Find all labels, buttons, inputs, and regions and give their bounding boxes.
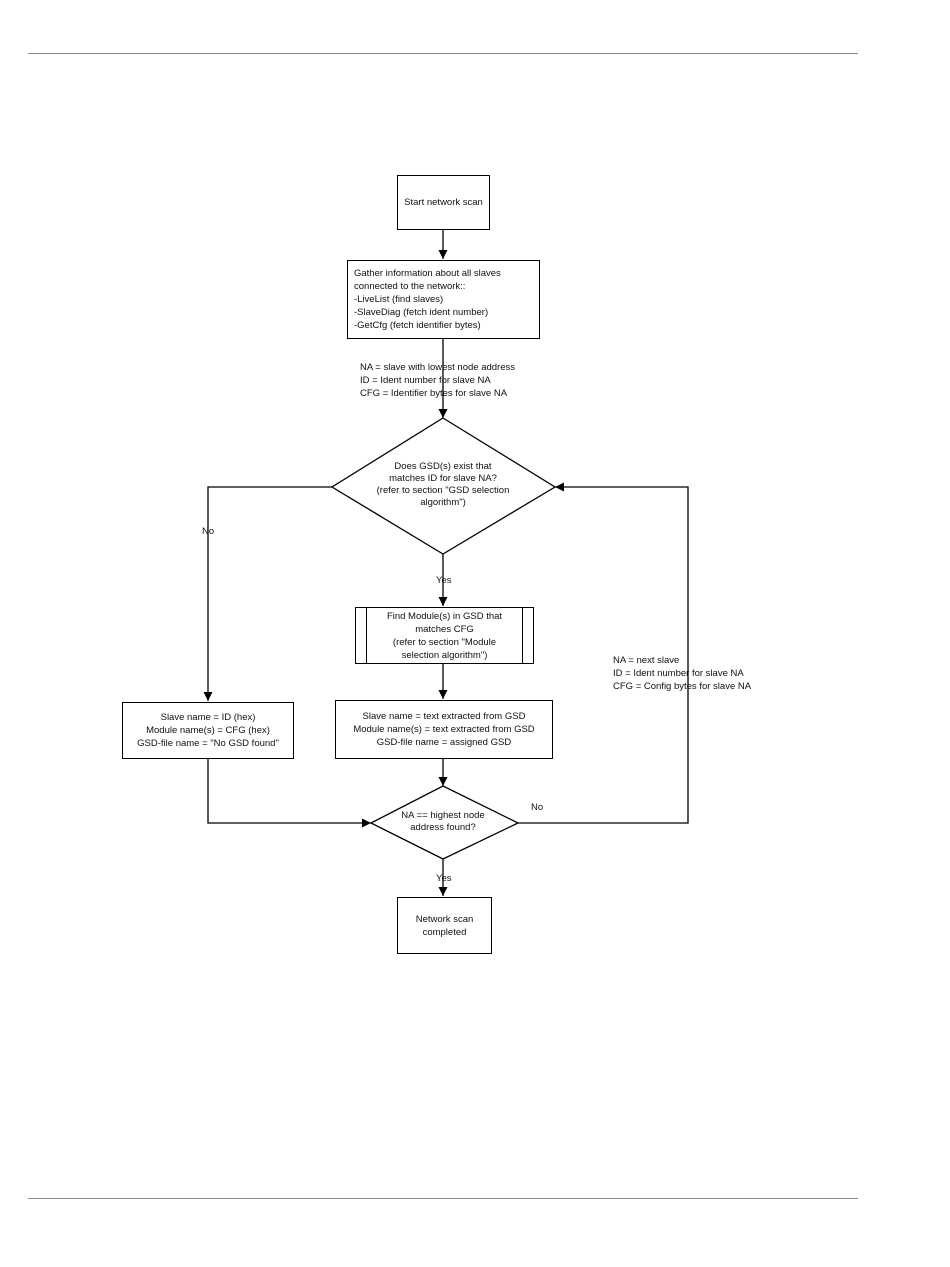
assignment-line: NA = slave with lowest node address bbox=[360, 362, 515, 373]
gather-info-box: Gather information about all slaves conn… bbox=[347, 260, 540, 339]
gather-line: -SlaveDiag (fetch ident number) bbox=[354, 307, 489, 318]
gsd-decision-no-label: No bbox=[202, 526, 215, 537]
decision-line: Does GSD(s) exist that bbox=[394, 461, 492, 472]
gather-line: Gather information about all slaves bbox=[354, 268, 501, 279]
end-decision-no-label: No bbox=[531, 802, 544, 813]
find-module-line: selection algorithm") bbox=[401, 649, 488, 661]
initial-assignments: NA = slave with lowest node address ID =… bbox=[360, 361, 515, 400]
find-module-line: matches CFG bbox=[415, 623, 474, 635]
find-module-line: Find Module(s) in GSD that bbox=[386, 610, 503, 622]
connector-nogsd-to-end-decision bbox=[207, 759, 371, 828]
end-decision-yes-label: Yes bbox=[436, 873, 452, 884]
end-box-line: Network scan bbox=[415, 913, 474, 925]
end-decision-line: address found? bbox=[410, 822, 476, 833]
process-side-bar-right bbox=[522, 608, 523, 663]
gather-line: -LiveList (find slaves) bbox=[354, 294, 444, 305]
assignment-line: ID = Ident number for slave NA bbox=[360, 375, 491, 386]
no-gsd-result-line: GSD-file name = "No GSD found" bbox=[137, 738, 279, 749]
start-box-text: Start network scan bbox=[404, 197, 483, 208]
process-side-bar-left bbox=[366, 608, 367, 663]
next-assignment-line: ID = Ident number for slave NA bbox=[613, 668, 744, 679]
decision-line: (refer to section "GSD selection bbox=[376, 485, 510, 496]
next-assignments: NA = next slave ID = Ident number for sl… bbox=[613, 654, 751, 693]
end-box-line: completed bbox=[422, 926, 467, 938]
gsd-decision-text: Does GSD(s) exist that matches ID for sl… bbox=[353, 461, 533, 509]
find-module-box: Find Module(s) in GSD that matches CFG (… bbox=[355, 607, 534, 664]
decision-line: matches ID for slave NA? bbox=[389, 473, 497, 484]
gsd-result-line: GSD-file name = assigned GSD bbox=[376, 737, 512, 748]
gsd-decision-yes-label: Yes bbox=[436, 575, 452, 586]
gsd-result-box: Slave name = text extracted from GSD Mod… bbox=[335, 700, 553, 759]
next-assignment-line: CFG = Config bytes for slave NA bbox=[613, 681, 752, 692]
end-decision-text: NA == highest node address found? bbox=[388, 810, 498, 834]
no-gsd-result-line: Module name(s) = CFG (hex) bbox=[146, 725, 270, 736]
end-box: Network scan completed bbox=[397, 897, 492, 954]
top-rule bbox=[28, 53, 858, 54]
gather-line: -GetCfg (fetch identifier bytes) bbox=[354, 320, 481, 331]
start-box: Start network scan bbox=[397, 175, 490, 230]
gsd-result-line: Slave name = text extracted from GSD bbox=[362, 711, 526, 722]
connector-decision-no bbox=[203, 486, 332, 701]
decision-line: algorithm") bbox=[420, 497, 466, 508]
gather-line: connected to the network:: bbox=[354, 281, 466, 292]
next-assignment-line: NA = next slave bbox=[613, 655, 680, 666]
gsd-result-line: Module name(s) = text extracted from GSD bbox=[353, 724, 535, 735]
connector-loop-back bbox=[518, 482, 689, 824]
no-gsd-result-box: Slave name = ID (hex) Module name(s) = C… bbox=[122, 702, 294, 759]
find-module-line: (refer to section "Module bbox=[392, 636, 497, 648]
no-gsd-result-line: Slave name = ID (hex) bbox=[160, 712, 256, 723]
end-decision-line: NA == highest node bbox=[401, 810, 485, 821]
assignment-line: CFG = Identifier bytes for slave NA bbox=[360, 388, 508, 399]
bottom-rule bbox=[28, 1198, 858, 1199]
